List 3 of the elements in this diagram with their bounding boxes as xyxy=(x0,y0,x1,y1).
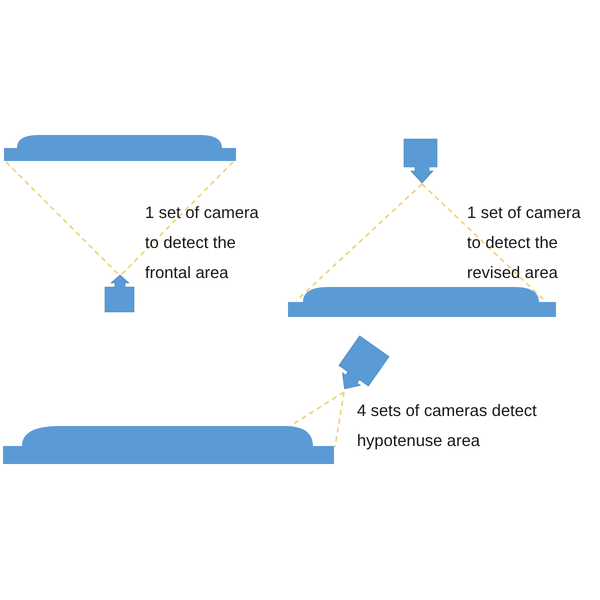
annotation-text: 1 set of camera to detect the revised area xyxy=(467,203,582,284)
annotation-text: 4 sets of cameras detect hypotenuse area xyxy=(357,401,538,452)
annotation-text: 1 set of camera to detect the frontal area xyxy=(145,203,260,284)
